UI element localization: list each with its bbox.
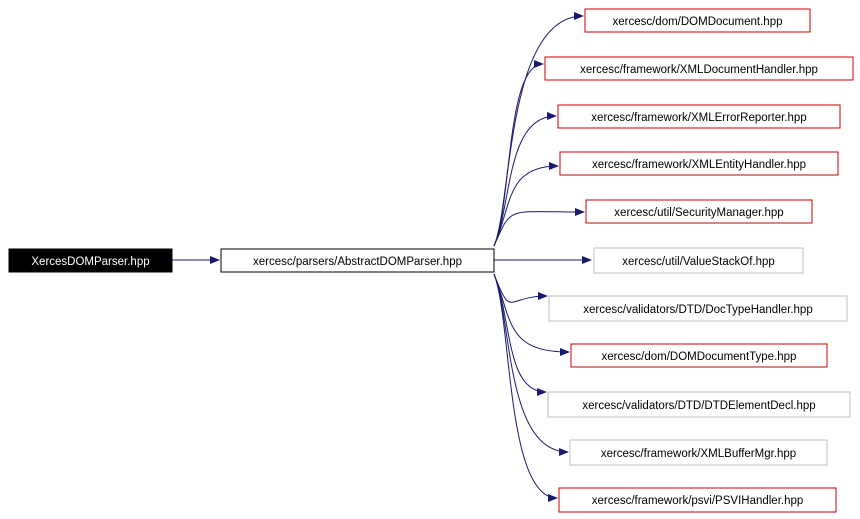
dep-node-xml-error-reporter[interactable]: xercesc/framework/XMLErrorReporter.hpp (557, 104, 841, 129)
abstract-dom-parser-label: xercesc/parsers/AbstractDOMParser.hpp (253, 256, 462, 268)
dep-node-xml-document-handler[interactable]: xercesc/framework/XMLDocumentHandler.hpp (544, 56, 854, 81)
dep-label: xercesc/dom/DOMDocumentType.hpp (602, 351, 797, 363)
edge-parser-to-dep-6 (493, 273, 548, 303)
dep-node-xml-buffer-mgr[interactable]: xercesc/framework/XMLBufferMgr.hpp (569, 439, 828, 466)
edge-parser-to-dep-8 (493, 273, 547, 396)
dep-label: xercesc/framework/XMLErrorReporter.hpp (591, 112, 806, 124)
dep-label: xercesc/validators/DTD/DTDElementDecl.hp… (582, 400, 815, 412)
root-node-label: XercesDOMParser.hpp (31, 256, 149, 268)
dep-label: xercesc/util/SecurityManager.hpp (614, 207, 783, 219)
dep-node-dom-document-type[interactable]: xercesc/dom/DOMDocumentType.hpp (570, 343, 828, 368)
edges (172, 12, 592, 502)
edge-parser-to-dep-7 (493, 273, 570, 356)
dep-node-security-manager[interactable]: xercesc/util/SecurityManager.hpp (585, 199, 813, 224)
dep-label: xercesc/dom/DOMDocument.hpp (612, 16, 782, 28)
dep-label: xercesc/framework/XMLBufferMgr.hpp (601, 448, 796, 460)
root-node[interactable]: XercesDOMParser.hpp (8, 248, 173, 273)
dep-node-dom-document[interactable]: xercesc/dom/DOMDocument.hpp (584, 8, 811, 33)
dep-node-dtd-element-decl[interactable]: xercesc/validators/DTD/DTDElementDecl.hp… (547, 391, 851, 418)
dep-label: xercesc/util/ValueStackOf.hpp (622, 256, 775, 268)
abstract-dom-parser-node[interactable]: xercesc/parsers/AbstractDOMParser.hpp (220, 248, 495, 273)
dep-label: xercesc/validators/DTD/DocTypeHandler.hp… (583, 304, 812, 316)
dep-node-psvi-handler[interactable]: xercesc/framework/psvi/PSVIHandler.hpp (558, 487, 837, 513)
dep-node-value-stack-of[interactable]: xercesc/util/ValueStackOf.hpp (593, 247, 804, 274)
edge-parser-to-dep-4 (493, 207, 585, 247)
edge-parser-to-dep-3 (493, 162, 559, 247)
edge-parser-to-dep-2 (493, 112, 557, 247)
edge-parser-to-dep-1 (493, 60, 544, 247)
dependency-nodes: xercesc/dom/DOMDocument.hpp xercesc/fram… (544, 8, 854, 513)
edge-parser-to-dep-10 (493, 273, 558, 502)
dep-label: xercesc/framework/XMLEntityHandler.hpp (592, 159, 806, 171)
dep-node-xml-entity-handler[interactable]: xercesc/framework/XMLEntityHandler.hpp (559, 151, 839, 176)
dep-label: xercesc/framework/psvi/PSVIHandler.hpp (592, 495, 804, 507)
dep-node-doc-type-handler[interactable]: xercesc/validators/DTD/DocTypeHandler.hp… (548, 295, 848, 322)
dep-label: xercesc/framework/XMLDocumentHandler.hpp (580, 64, 818, 76)
